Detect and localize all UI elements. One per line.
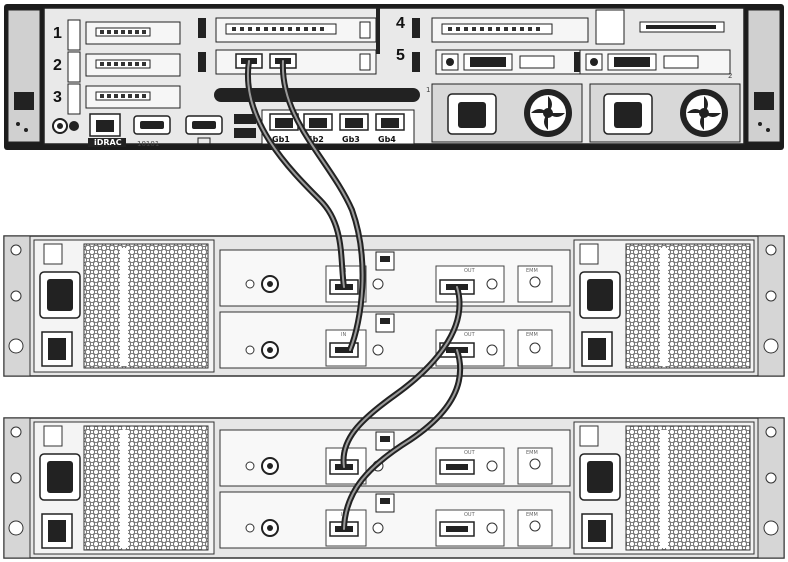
enclosure-2-psu-right (573, 421, 755, 555)
right-rack-ear (747, 9, 781, 143)
idrac-port[interactable]: iDRAC (88, 113, 126, 147)
psu-2-power-inlet[interactable] (603, 93, 653, 135)
enc1-bottom-in-label: IN (341, 332, 346, 338)
psu-label-2: 2 (728, 72, 732, 80)
pcie-slot-1[interactable] (67, 19, 181, 51)
enc2-bottom-out-port[interactable] (439, 521, 475, 537)
enclosure-1-left-power-inlet[interactable] (39, 271, 81, 319)
rear-drive-bay-1[interactable] (412, 49, 587, 75)
nic-port-gb2[interactable]: Gb2 (303, 113, 333, 144)
pcie-slot-bar (214, 88, 420, 102)
enc1-top-out-label: OUT (464, 268, 476, 274)
cable-enc1-bottom-out-to-enc2-bottom-in[interactable] (341, 347, 464, 532)
nic-port-gb4[interactable]: Gb4 (375, 113, 405, 144)
enc1-top-emm-label: EMM (526, 268, 538, 274)
enclosure-1-psu-right (573, 239, 755, 373)
cable-hba2-to-enc1-bottom-in[interactable] (279, 58, 366, 353)
psu-label-1: 1 (426, 86, 430, 94)
nic-port-gb3[interactable]: Gb3 (339, 113, 369, 144)
left-rack-ear (7, 9, 41, 143)
nic-label-gb3: Gb3 (342, 135, 360, 144)
enc1-bottom-emm-label: EMM (526, 332, 538, 338)
power-supply-2: 2 (589, 72, 741, 143)
psu-1-power-inlet[interactable] (447, 93, 497, 135)
enc2-bottom-emm-label: EMM (526, 512, 538, 518)
enclosure-1-psu-left (33, 239, 215, 373)
serial-port[interactable]: 10101 (133, 115, 171, 148)
psu-1-fan-icon (524, 89, 572, 137)
slot-number-3: 3 (53, 89, 62, 106)
slot-number-2: 2 (53, 57, 62, 74)
enc2-bottom-out-label: OUT (464, 512, 476, 518)
enclosure-2-right-power-inlet[interactable] (579, 453, 621, 501)
enclosure-2-right-power-switch[interactable] (581, 513, 613, 549)
cable-hba1-to-enc1-top-in[interactable] (244, 58, 347, 290)
slot-number-4: 4 (396, 15, 405, 32)
pcie-slot-5[interactable] (198, 49, 377, 75)
enc2-top-out-label: OUT (464, 450, 476, 456)
enc2-top-out-port[interactable] (439, 459, 475, 475)
idrac-label: iDRAC (94, 138, 122, 147)
slot-number-5: 5 (396, 47, 405, 64)
storage-enclosure-2: IN OUT EMM IN (3, 417, 785, 559)
pcie-slot-2[interactable] (67, 51, 181, 83)
cable-enc1-top-out-to-enc2-top-in[interactable] (340, 284, 463, 470)
enclosure-1-right-power-switch[interactable] (581, 331, 613, 367)
enclosure-1-right-power-inlet[interactable] (579, 271, 621, 319)
enclosure-1-left-power-switch[interactable] (41, 331, 73, 367)
nic-label-gb4: Gb4 (378, 135, 396, 144)
rear-drive-bay-2[interactable] (574, 49, 731, 75)
enc1-bottom-out-label: OUT (464, 332, 476, 338)
pcie-slot-6[interactable] (412, 9, 725, 45)
nic-label-gb1: Gb1 (272, 135, 290, 144)
enclosure-1-emm-top: IN OUT EMM (219, 249, 571, 307)
vga-port[interactable] (185, 115, 223, 145)
enclosure-2-left-power-switch[interactable] (41, 513, 73, 549)
slot-number-1: 1 (53, 25, 62, 42)
enclosure-2-psu-left (33, 421, 215, 555)
power-supply-1: 1 (426, 83, 583, 143)
serial-label: 10101 (137, 140, 159, 148)
sas-cables (244, 58, 464, 532)
nic-label-gb2: Gb2 (306, 135, 324, 144)
pcie-slot-4[interactable] (198, 17, 377, 43)
enclosure-2-emm-bottom: IN OUT EMM (219, 491, 571, 549)
nic-port-group: Gb1 Gb2 Gb3 Gb4 (261, 109, 415, 145)
enc2-top-emm-label: EMM (526, 450, 538, 456)
usb-ports[interactable] (234, 114, 256, 138)
enclosure-1-emm-bottom: IN OUT EMM (219, 311, 571, 369)
system-id-button[interactable] (52, 118, 79, 134)
storage-enclosure-1: IN OUT EMM IN (3, 235, 785, 377)
psu-2-fan-icon (680, 89, 728, 137)
enclosure-2-left-power-inlet[interactable] (39, 453, 81, 501)
pcie-slot-3[interactable] (67, 83, 181, 115)
enclosure-2-emm-top: IN OUT EMM (219, 429, 571, 487)
